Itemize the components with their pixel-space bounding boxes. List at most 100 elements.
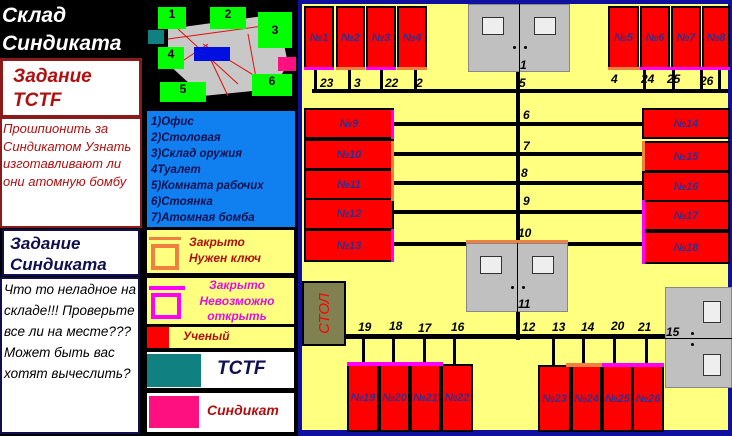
corridor-line	[643, 70, 646, 92]
corridor-line	[314, 70, 317, 92]
orange-door-icon	[149, 237, 181, 240]
cell-15[interactable]: №15	[642, 141, 730, 172]
door-marker	[336, 67, 365, 70]
cell-18[interactable]: №18	[642, 231, 730, 264]
cell-16[interactable]: №16	[642, 171, 730, 202]
rooms-legend-item: 6)Стоянка	[151, 196, 213, 208]
minimap-room-3: 3	[258, 12, 292, 48]
legend-tctf: TCTF	[147, 352, 294, 388]
cell-24[interactable]: №24	[571, 365, 602, 432]
tctf-task-text: Прошпионить за Синдикатом Узнать изготав…	[0, 117, 142, 228]
minimap-room-5: 5	[160, 82, 206, 102]
cell-12[interactable]: №12	[304, 198, 394, 230]
door-seam	[517, 243, 518, 312]
door-marker	[397, 67, 427, 70]
rooms-legend-item: 4Туалет	[151, 164, 201, 176]
legend-syndicate-label: Синдикат	[207, 402, 279, 418]
corridor-line	[414, 70, 417, 92]
rooms-legend-item: 5)Комната рабочих	[151, 180, 264, 192]
table-label: СТОЛ	[315, 293, 333, 334]
cell-11[interactable]: №11	[304, 169, 394, 200]
door-marker	[466, 240, 568, 243]
legend-locked-key-label: Закрыто Нужен ключ	[189, 235, 262, 265]
cell-25[interactable]: №25	[602, 365, 633, 432]
cell-6[interactable]: №6	[640, 6, 670, 69]
waypoint-label-23: 23	[320, 76, 334, 90]
waypoint-label-19: 19	[358, 320, 372, 334]
waypoint-label-22: 22	[385, 76, 399, 90]
corridor-line	[518, 122, 642, 126]
waypoint-label-16: 16	[451, 320, 465, 334]
waypoint-label-13: 13	[552, 320, 566, 334]
tctf-task-heading: Задание TCTF	[13, 66, 92, 111]
cell-17[interactable]: №17	[642, 200, 730, 231]
door-window	[480, 256, 502, 274]
corridor-line	[392, 181, 642, 185]
syndicate-task-text: Что то неладное на складе!!! Проверьте в…	[0, 277, 140, 434]
waypoint-label-5: 5	[519, 76, 526, 90]
legend-scientist-label: Ученый	[183, 329, 230, 343]
cell-4[interactable]: №4	[397, 6, 427, 69]
corridor-line	[672, 70, 675, 92]
corridor-line	[453, 336, 456, 366]
rooms-legend-item: 1)Офис	[151, 116, 194, 128]
door-knob	[511, 285, 514, 289]
cell-9[interactable]: №9	[304, 108, 394, 139]
minimap-room-1: 1	[158, 7, 186, 29]
cell-5[interactable]: №5	[608, 6, 639, 69]
door-marker	[640, 67, 730, 70]
door-marker	[391, 229, 394, 262]
waypoint-label-12: 12	[522, 320, 536, 334]
cell-3[interactable]: №3	[366, 6, 396, 69]
minimap-room-7: 7	[194, 47, 230, 61]
waypoint-label-2: 2	[416, 76, 423, 90]
rooms-legend-item: 3)Склад оружия	[151, 148, 243, 160]
door-knob	[691, 342, 694, 346]
cell-1[interactable]: №1	[304, 6, 334, 69]
door-marker	[566, 363, 602, 367]
cell-21[interactable]: №21	[410, 364, 441, 432]
corridor-line	[392, 122, 518, 126]
door-knob	[513, 46, 516, 49]
cell-26[interactable]: №26	[632, 365, 664, 432]
door-knob	[522, 285, 525, 289]
corridor-line	[516, 70, 520, 340]
door-knob	[524, 46, 527, 49]
orange-box-icon	[151, 244, 179, 270]
cell-13[interactable]: №13	[304, 229, 394, 262]
legend-scientist: Ученый	[147, 327, 294, 348]
cell-20[interactable]: №20	[379, 364, 410, 432]
cell-10[interactable]: №10	[304, 139, 394, 170]
door-window	[482, 17, 504, 35]
waypoint-label-4: 4	[611, 72, 618, 86]
waypoint-label-20: 20	[611, 319, 625, 333]
waypoint-label-1: 1	[520, 58, 527, 72]
page-title: Склад Синдиката	[2, 4, 122, 55]
corridor-line	[312, 89, 728, 93]
door-marker	[391, 110, 394, 139]
cell-14[interactable]: №14	[642, 108, 730, 139]
rooms-legend-item: 2)Столовая	[151, 132, 221, 144]
cell-23[interactable]: №23	[538, 365, 571, 432]
rooms-legend-item: 7)Атомная бомба	[151, 212, 255, 224]
waypoint-label-15: 15	[666, 325, 680, 339]
rooms-legend: 1)Офис 2)Столовая 3)Склад оружия 4Туалет 5)К…	[147, 111, 295, 227]
door-window	[703, 301, 721, 323]
door-window	[703, 354, 721, 376]
cell-2[interactable]: №2	[336, 6, 365, 69]
cell-7[interactable]: №7	[671, 6, 701, 69]
corridor-line	[645, 336, 648, 366]
door-marker	[304, 67, 334, 70]
door-marker	[642, 200, 645, 264]
legend-locked-no: Закрыто Невозможно открыть	[147, 278, 294, 324]
cell-19[interactable]: №19	[347, 364, 379, 432]
cell-8[interactable]: №8	[702, 6, 730, 69]
corridor-line	[362, 336, 365, 366]
legend-syndicate: Синдикат	[147, 393, 294, 432]
magenta-door-icon	[149, 286, 185, 290]
door-knob	[691, 331, 694, 335]
corridor-line	[392, 152, 642, 156]
cell-22[interactable]: №22	[441, 364, 473, 432]
door-marker	[602, 363, 664, 367]
corridor-line	[582, 336, 585, 366]
